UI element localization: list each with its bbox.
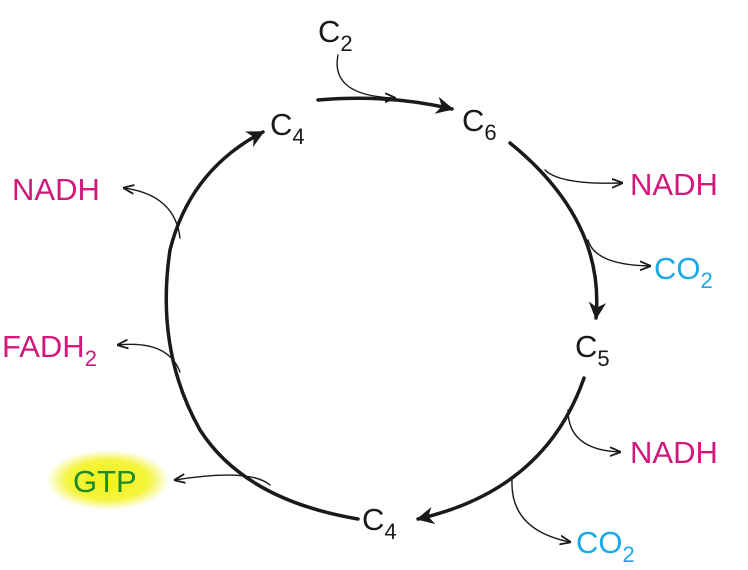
label-nadh-3: NADH (12, 172, 100, 207)
label-fadh2: FADH2 (2, 329, 97, 371)
arrow-fadh2 (118, 344, 181, 373)
label-c4-top: C4 (270, 107, 305, 149)
arrow-nadh-3 (124, 188, 181, 239)
label-c5: C5 (575, 329, 610, 371)
label-co2-2: CO2 (576, 525, 635, 567)
cycle-arc-c6-to-c5 (508, 141, 607, 320)
label-c2: C2 (318, 14, 353, 56)
gtp-highlight (46, 450, 170, 510)
cycle-arc-c4-to-c6 (316, 96, 454, 114)
cycle-arc-c4-to-c4 (164, 130, 360, 521)
arrow-co2-1 (587, 239, 650, 266)
arrow-c2-input (336, 54, 395, 98)
label-nadh-2: NADH (630, 435, 718, 470)
cycle-arc-c5-to-c4 (416, 376, 586, 525)
label-c6: C6 (462, 103, 497, 145)
label-nadh-1: NADH (630, 167, 718, 202)
label-co2-1: CO2 (654, 251, 713, 293)
arrow-co2-2 (511, 479, 570, 542)
arrow-nadh-1 (544, 169, 622, 183)
label-c4-bottom: C4 (362, 502, 397, 544)
arrow-nadh-2 (567, 409, 620, 452)
label-gtp: GTP (73, 464, 137, 499)
arrow-gtp (175, 475, 271, 486)
